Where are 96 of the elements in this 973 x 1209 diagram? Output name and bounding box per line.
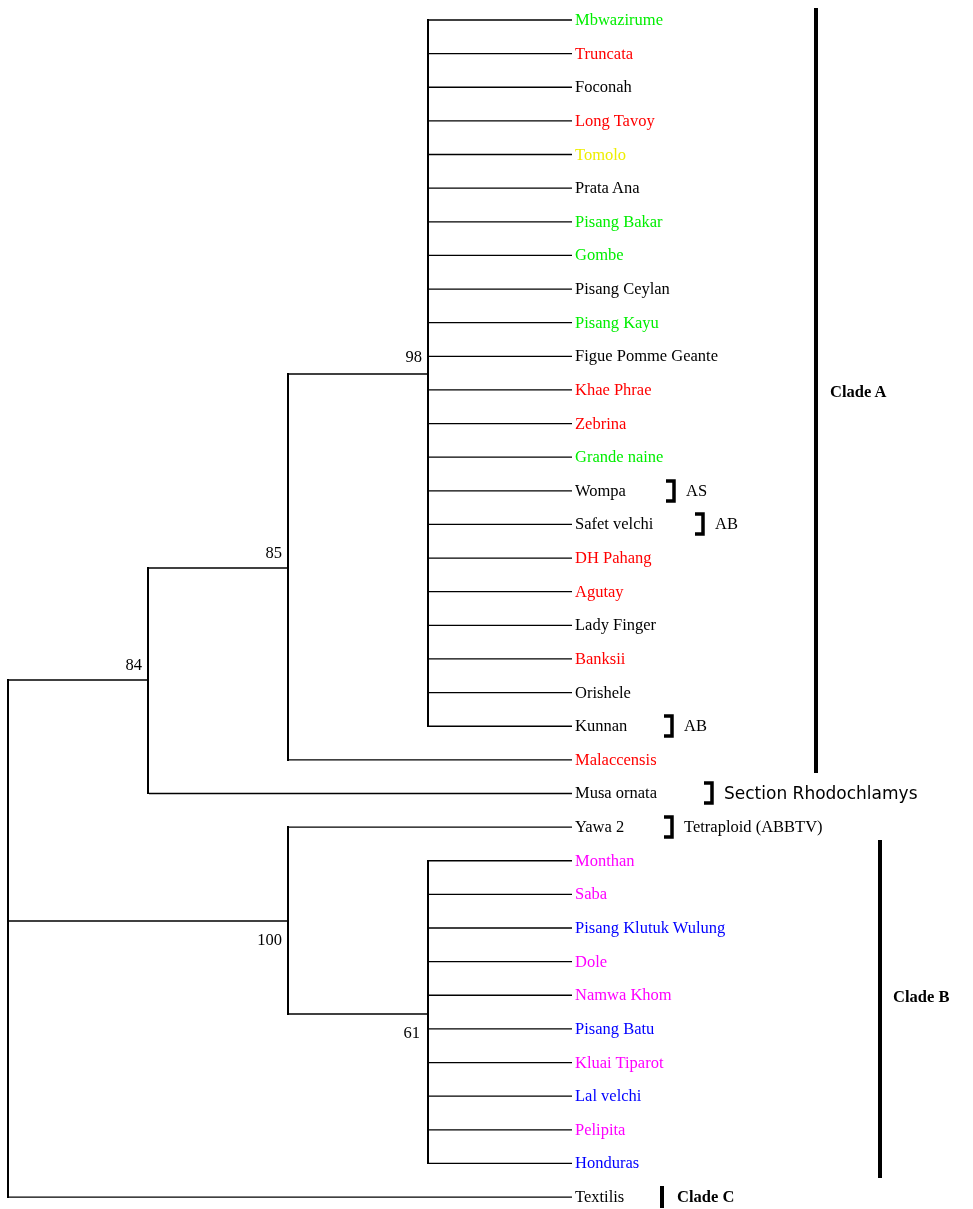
genome-label: Section Rhodochlamys: [724, 783, 918, 804]
taxon-label: Namwa Khom: [575, 985, 672, 1006]
branch-line: [428, 1129, 573, 1131]
branch-line: [428, 254, 573, 257]
taxon-label: Textilis: [575, 1187, 625, 1208]
taxon-label: Tomolo: [575, 144, 627, 165]
taxon-label: Kunnan: [575, 716, 628, 737]
taxon-label: Mbwazirume: [575, 10, 663, 30]
branch-line: [428, 389, 573, 391]
clade-label: Clade B: [893, 987, 950, 1007]
taxon-label: Lal velchi: [575, 1086, 642, 1107]
branch-line: [288, 826, 573, 828]
taxon-label: Khae Phrae: [575, 379, 652, 400]
taxon-label: Pisang Klutuk Wulung: [575, 918, 726, 938]
branch-line: [288, 373, 428, 375]
taxon-label: Gombe: [575, 245, 624, 266]
branch-line: [428, 961, 573, 963]
taxon-label: Lady Finger: [575, 615, 657, 636]
branch-line: [428, 557, 573, 559]
taxon-label: Prata Ana: [575, 178, 640, 199]
genome-label: Tetraploid (ABBTV): [684, 817, 823, 838]
taxon-label: Truncata: [575, 43, 634, 64]
branch-line: [428, 1095, 573, 1097]
taxon-label: Pelipita: [575, 1119, 626, 1140]
taxon-label: Monthan: [575, 850, 635, 871]
clade-label: Clade A: [830, 382, 887, 402]
genome-label: AS: [686, 480, 708, 501]
taxon-label: Wompa: [575, 480, 626, 501]
branch-line: [288, 1013, 428, 1015]
branch-line: [428, 422, 573, 425]
branch-line: [428, 355, 573, 357]
branch-line: [428, 322, 573, 324]
branch-line: [428, 1162, 573, 1165]
branch-line: [428, 523, 573, 526]
clade-label: Clade C: [677, 1187, 735, 1207]
branch-line: [428, 288, 573, 290]
branch-line: [8, 920, 288, 922]
taxon-label: Pisang Batu: [575, 1018, 655, 1039]
branch-line: [428, 1061, 573, 1064]
branch-line: [428, 927, 573, 929]
bootstrap-value: 98: [405, 347, 422, 367]
taxon-label: Long Tavoy: [575, 110, 655, 131]
branch-line: [428, 86, 573, 88]
taxon-label: Malaccensis: [575, 749, 657, 770]
tree-node-line: [287, 826, 289, 1015]
taxon-label: Figue Pomme Geante: [575, 346, 718, 367]
branch-line: [428, 860, 573, 862]
branch-line: [8, 679, 148, 681]
taxon-label: Yawa 2: [575, 817, 625, 838]
taxon-label: Agutay: [575, 581, 624, 602]
taxon-label: Dole: [575, 951, 608, 972]
taxon-label: Pisang Ceylan: [575, 279, 670, 300]
genome-label: AB: [684, 716, 707, 737]
taxon-label: Safet velchi: [575, 514, 654, 535]
bootstrap-value: 84: [125, 655, 142, 675]
branch-line: [148, 792, 573, 795]
taxon-label: Grande naine: [575, 447, 664, 468]
branch-line: [428, 893, 573, 896]
taxon-label: DH Pahang: [575, 548, 652, 569]
branch-line: [8, 1196, 573, 1198]
tree-node-line: [147, 567, 149, 795]
bootstrap-value: 85: [265, 543, 282, 563]
branch-line: [428, 153, 573, 156]
bootstrap-value: 61: [403, 1023, 420, 1043]
taxon-label: Pisang Kayu: [575, 312, 659, 333]
tree-node-line: [427, 859, 429, 1165]
taxon-label: Pisang Bakar: [575, 211, 663, 232]
branch-line: [428, 456, 573, 458]
branch-line: [428, 19, 573, 21]
taxon-label: Banksii: [575, 648, 626, 669]
bootstrap-value: 100: [257, 930, 282, 950]
branch-line: [428, 994, 573, 996]
branch-line: [428, 187, 573, 189]
branch-line: [428, 120, 573, 122]
branch-line: [428, 691, 573, 694]
taxon-label: Musa ornata: [575, 783, 658, 804]
tree-node-line: [287, 373, 289, 761]
branch-line: [428, 53, 573, 55]
taxon-label: Foconah: [575, 77, 632, 98]
taxon-label: Zebrina: [575, 413, 627, 434]
branch-line: [428, 658, 573, 660]
taxon-label: Kluai Tiparot: [575, 1052, 664, 1073]
branch-line: [428, 1028, 573, 1030]
branch-line: [428, 624, 573, 626]
branch-line: [428, 725, 573, 727]
taxon-label: Honduras: [575, 1153, 640, 1174]
taxon-label: Orishele: [575, 682, 631, 703]
branch-line: [288, 759, 573, 761]
tree-node-line: [7, 679, 9, 1199]
genome-label: AB: [715, 514, 738, 535]
branch-line: [428, 591, 573, 593]
branch-line: [148, 567, 288, 569]
branch-line: [428, 221, 573, 223]
branch-line: [428, 490, 573, 492]
taxon-label: Saba: [575, 884, 608, 905]
tree-node-line: [427, 19, 429, 728]
